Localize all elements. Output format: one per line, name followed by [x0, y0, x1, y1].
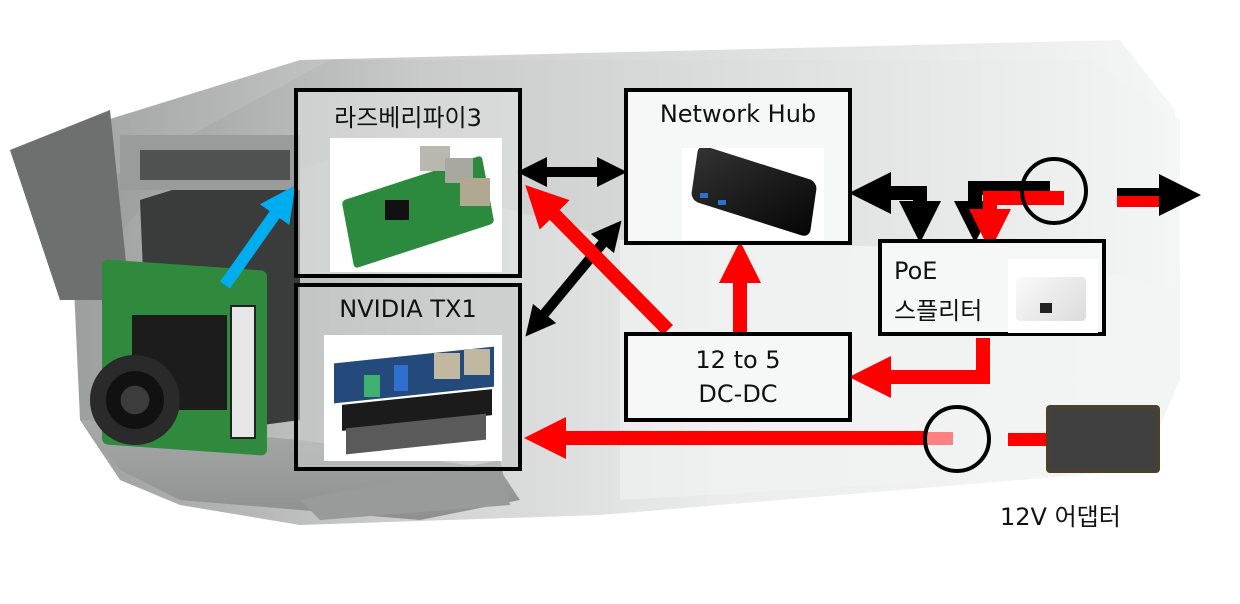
poe-splitter-label-line1: PoE	[894, 257, 938, 285]
camera-connector	[230, 305, 256, 439]
node-network-hub[interactable]: Network Hub	[624, 88, 852, 245]
nvidia-tx1-board-image	[324, 335, 502, 461]
arrow-poe-splitter-to-dcdc	[849, 338, 990, 398]
external-power-segment	[1117, 196, 1159, 207]
housing-front-shade	[10, 110, 130, 300]
raspberry-pi-board-image	[330, 138, 502, 272]
raspberry-pi-label: 라즈베리파이3	[334, 104, 482, 132]
arrow-nvidia-tx1-network-hub	[525, 220, 622, 337]
poe-splitter-label-line2: 스플리터	[894, 297, 983, 325]
node-12v-adapter[interactable]	[1046, 405, 1160, 473]
nvidia-tx1-label: NVIDIA TX1	[339, 295, 477, 323]
camera-module	[90, 259, 272, 456]
adapter-cable-segment	[1008, 433, 1048, 446]
camera-lens	[90, 355, 180, 445]
adapter-faded-segment	[925, 432, 953, 445]
node-dc-dc-converter[interactable]: 12 to 5 DC-DC	[624, 332, 852, 422]
adapter-label: 12V 어댑터	[1000, 503, 1121, 531]
network-hub-image	[682, 148, 824, 240]
arrow-external-power-to-poe	[969, 191, 1064, 251]
arrow-network-hub-poe-splitter	[849, 172, 941, 243]
arrow-dcdc-to-raspberry-pi	[525, 185, 673, 335]
dc-dc-label-line2: DC-DC	[698, 380, 778, 408]
arrow-camera-to-raspberry-pi	[220, 185, 296, 289]
network-hub-label: Network Hub	[659, 100, 817, 128]
node-poe-splitter[interactable]: PoE 스플리터	[878, 239, 1106, 336]
dc-dc-label-line1: 12 to 5	[695, 346, 781, 374]
cable-break-circle-adapter	[923, 405, 991, 473]
poe-splitter-image	[1008, 259, 1098, 333]
cable-break-circle-poe	[1020, 157, 1088, 225]
node-nvidia-tx1[interactable]: NVIDIA TX1	[294, 283, 522, 471]
node-raspberry-pi[interactable]: 라즈베리파이3	[294, 88, 522, 278]
